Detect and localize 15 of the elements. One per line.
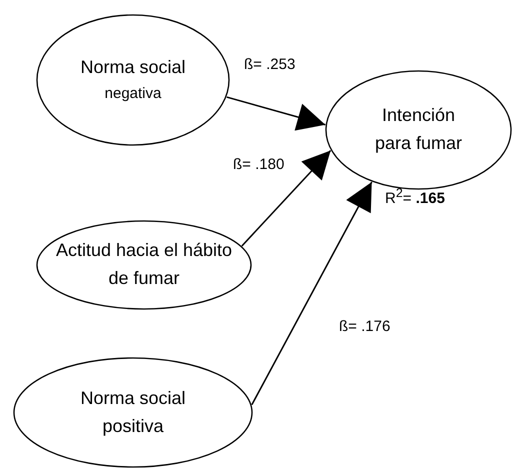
arrow bbox=[241, 150, 332, 246]
node-label: Norma social bbox=[80, 56, 186, 80]
node-label: Actitud hacia el hábito de fumar bbox=[54, 239, 234, 290]
r-squared-label: R$^{2}$= .165 bbox=[385, 186, 445, 207]
node-label: Norma social bbox=[80, 386, 186, 410]
node-label: positiva bbox=[102, 414, 164, 438]
arrow bbox=[251, 182, 372, 406]
ellipse-node bbox=[36, 14, 230, 146]
node-label: Intención bbox=[382, 104, 456, 128]
ellipse-node bbox=[13, 357, 253, 468]
node-label: negativa bbox=[104, 84, 162, 104]
node-label: para fumar bbox=[374, 132, 462, 155]
ellipse-node bbox=[325, 70, 512, 190]
arrow bbox=[226, 96, 326, 131]
ellipse-node bbox=[36, 220, 252, 310]
